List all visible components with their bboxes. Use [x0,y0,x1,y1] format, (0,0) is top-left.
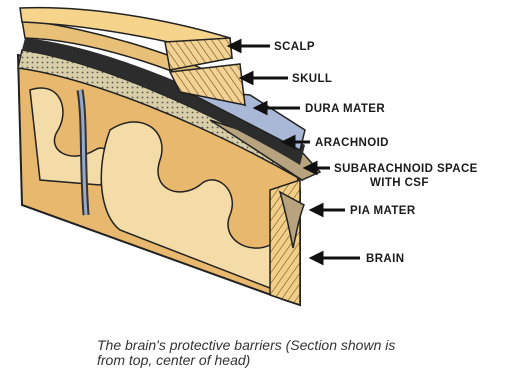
label-dura-mater: DURA MATER [305,103,385,115]
caption-line-1: The brain's protective barriers (Section… [97,337,395,353]
figure-caption: The brain's protective barriers (Section… [97,338,527,368]
label-brain: BRAIN [366,253,404,265]
label-scalp: SCALP [274,41,315,53]
label-arachnoid: ARACHNOID [315,137,389,149]
caption-line-2: from top, center of head) [97,352,250,368]
label-subarachnoid-space: SUBARACHNOID SPACE [334,163,478,175]
label-with-csf: WITH CSF [370,177,429,189]
label-skull: SKULL [292,73,332,85]
diagram-labels: SCALP SKULL DURA MATER ARACHNOID SUBARAC… [274,41,478,265]
label-pia-mater: PIA MATER [350,205,416,217]
